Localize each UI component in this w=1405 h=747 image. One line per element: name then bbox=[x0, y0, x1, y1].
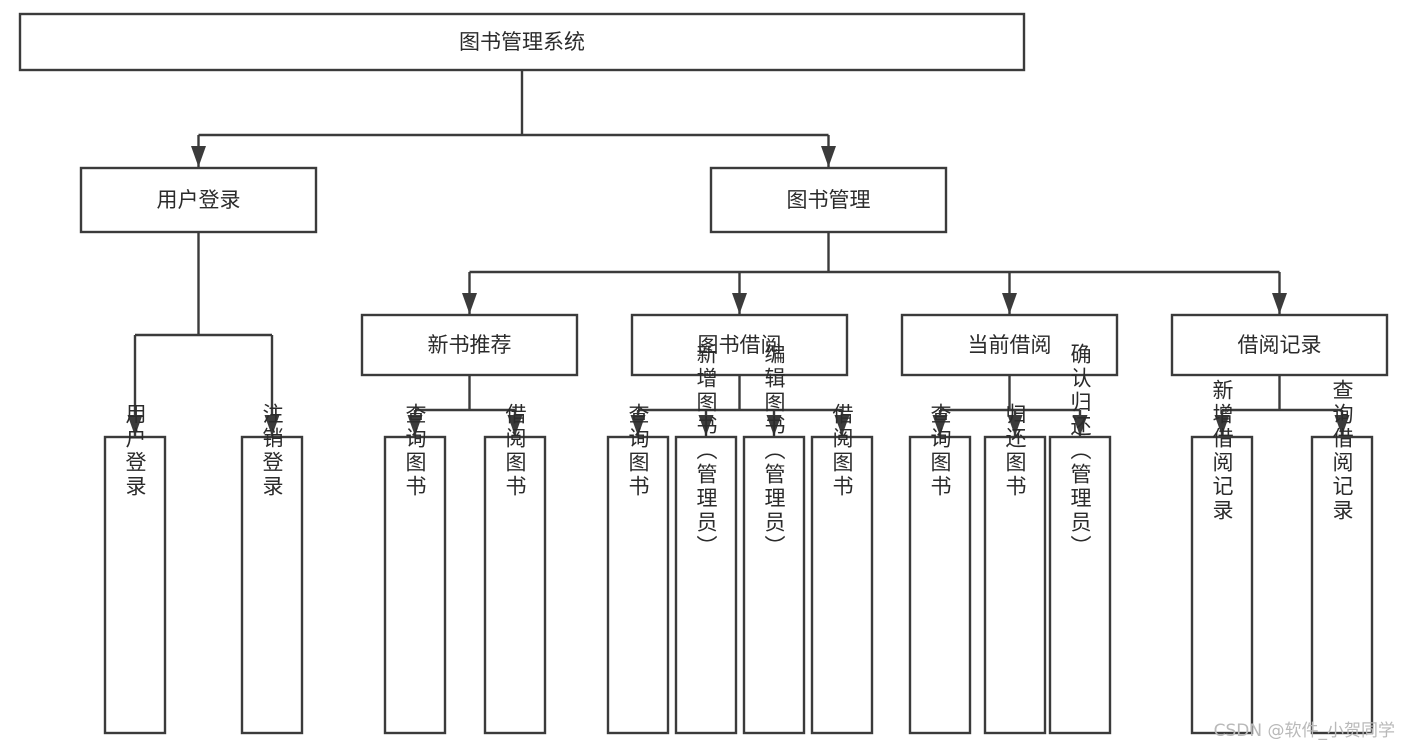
arrow-head-icon bbox=[1002, 293, 1017, 314]
node-n1[interactable]: 查询图书 bbox=[383, 403, 447, 735]
node-box[interactable] bbox=[908, 435, 972, 735]
arrow-head-icon bbox=[932, 415, 948, 436]
node-box[interactable] bbox=[674, 435, 738, 735]
node-box[interactable] bbox=[1310, 435, 1374, 735]
node-b4[interactable]: 借阅图书 bbox=[810, 403, 874, 735]
node-box[interactable] bbox=[742, 435, 806, 735]
arrow-head-icon bbox=[407, 415, 423, 436]
node-label: 当前借阅 bbox=[968, 333, 1052, 357]
node-label: 归还图书 bbox=[1003, 403, 1027, 499]
node-layer: 图书管理系统用户登录图书管理新书推荐图书借阅当前借阅借阅记录用户登录注销登录查询… bbox=[18, 12, 1389, 735]
node-bookmgmt[interactable]: 图书管理 bbox=[709, 166, 948, 234]
node-login[interactable]: 用户登录 bbox=[79, 166, 318, 234]
node-label: 确认归还（管理员） bbox=[1068, 343, 1092, 559]
node-box[interactable] bbox=[900, 313, 1119, 377]
node-label: 编辑图书（管理员） bbox=[762, 343, 786, 559]
node-box[interactable] bbox=[79, 166, 318, 234]
arrow-head-icon bbox=[698, 415, 714, 436]
node-label: 图书借阅 bbox=[698, 333, 782, 357]
node-label: 图书管理 bbox=[787, 188, 871, 212]
node-l1[interactable]: 用户登录 bbox=[103, 403, 167, 735]
node-label: 查询图书 bbox=[626, 403, 650, 499]
arrow-head-icon bbox=[191, 146, 206, 167]
node-box[interactable] bbox=[1048, 435, 1112, 735]
node-b1[interactable]: 查询图书 bbox=[606, 403, 670, 735]
node-label: 新书推荐 bbox=[428, 333, 512, 357]
node-label: 图书管理系统 bbox=[459, 30, 585, 54]
arrow-head-icon bbox=[821, 146, 836, 167]
node-c3[interactable]: 确认归还（管理员） bbox=[1048, 343, 1112, 735]
node-box[interactable] bbox=[103, 435, 167, 735]
node-root[interactable]: 图书管理系统 bbox=[18, 12, 1026, 72]
watermark-label: CSDN @软件_小贺同学 bbox=[1213, 721, 1395, 741]
arrow-head-icon bbox=[766, 415, 782, 436]
arrow-head-icon bbox=[462, 293, 477, 314]
node-label: 用户登录 bbox=[123, 403, 147, 499]
node-box[interactable] bbox=[606, 435, 670, 735]
arrow-head-icon bbox=[264, 415, 280, 436]
arrow-head-icon bbox=[1214, 415, 1230, 436]
node-box[interactable] bbox=[1190, 435, 1254, 735]
node-label: 新增图书（管理员） bbox=[694, 343, 718, 559]
arrow-head-icon bbox=[1072, 415, 1088, 436]
node-b2[interactable]: 新增图书（管理员） bbox=[674, 343, 738, 735]
node-box[interactable] bbox=[360, 313, 579, 377]
node-borrow[interactable]: 图书借阅 bbox=[630, 313, 849, 377]
arrow-head-icon bbox=[1334, 415, 1350, 436]
edge-layer bbox=[127, 70, 1350, 436]
node-label: 借阅图书 bbox=[830, 403, 854, 499]
node-r1[interactable]: 新增借阅记录 bbox=[1190, 379, 1254, 735]
node-box[interactable] bbox=[709, 166, 948, 234]
arrow-head-icon bbox=[732, 293, 747, 314]
node-box[interactable] bbox=[383, 435, 447, 735]
node-label: 新增借阅记录 bbox=[1210, 379, 1234, 523]
node-n2[interactable]: 借阅图书 bbox=[483, 403, 547, 735]
node-box[interactable] bbox=[18, 12, 1026, 72]
arrow-head-icon bbox=[834, 415, 850, 436]
node-c1[interactable]: 查询图书 bbox=[908, 403, 972, 735]
node-label: 借阅记录 bbox=[1238, 333, 1322, 357]
arrow-head-icon bbox=[630, 415, 646, 436]
arrow-head-icon bbox=[127, 415, 143, 436]
node-records[interactable]: 借阅记录 bbox=[1170, 313, 1389, 377]
node-newbook[interactable]: 新书推荐 bbox=[360, 313, 579, 377]
node-label: 查询借阅记录 bbox=[1330, 379, 1354, 523]
node-l2[interactable]: 注销登录 bbox=[240, 403, 304, 735]
arrow-head-icon bbox=[507, 415, 523, 436]
node-r2[interactable]: 查询借阅记录 bbox=[1310, 379, 1374, 735]
node-label: 注销登录 bbox=[260, 403, 284, 499]
node-current[interactable]: 当前借阅 bbox=[900, 313, 1119, 377]
node-c2[interactable]: 归还图书 bbox=[983, 403, 1047, 735]
node-label: 用户登录 bbox=[157, 188, 241, 212]
node-box[interactable] bbox=[983, 435, 1047, 735]
node-label: 借阅图书 bbox=[503, 403, 527, 499]
node-box[interactable] bbox=[630, 313, 849, 377]
node-box[interactable] bbox=[240, 435, 304, 735]
arrow-head-icon bbox=[1007, 415, 1023, 436]
arrow-head-icon bbox=[1272, 293, 1287, 314]
node-box[interactable] bbox=[810, 435, 874, 735]
node-label: 查询图书 bbox=[403, 403, 427, 499]
node-box[interactable] bbox=[483, 435, 547, 735]
node-label: 查询图书 bbox=[928, 403, 952, 499]
node-box[interactable] bbox=[1170, 313, 1389, 377]
node-b3[interactable]: 编辑图书（管理员） bbox=[742, 343, 806, 735]
